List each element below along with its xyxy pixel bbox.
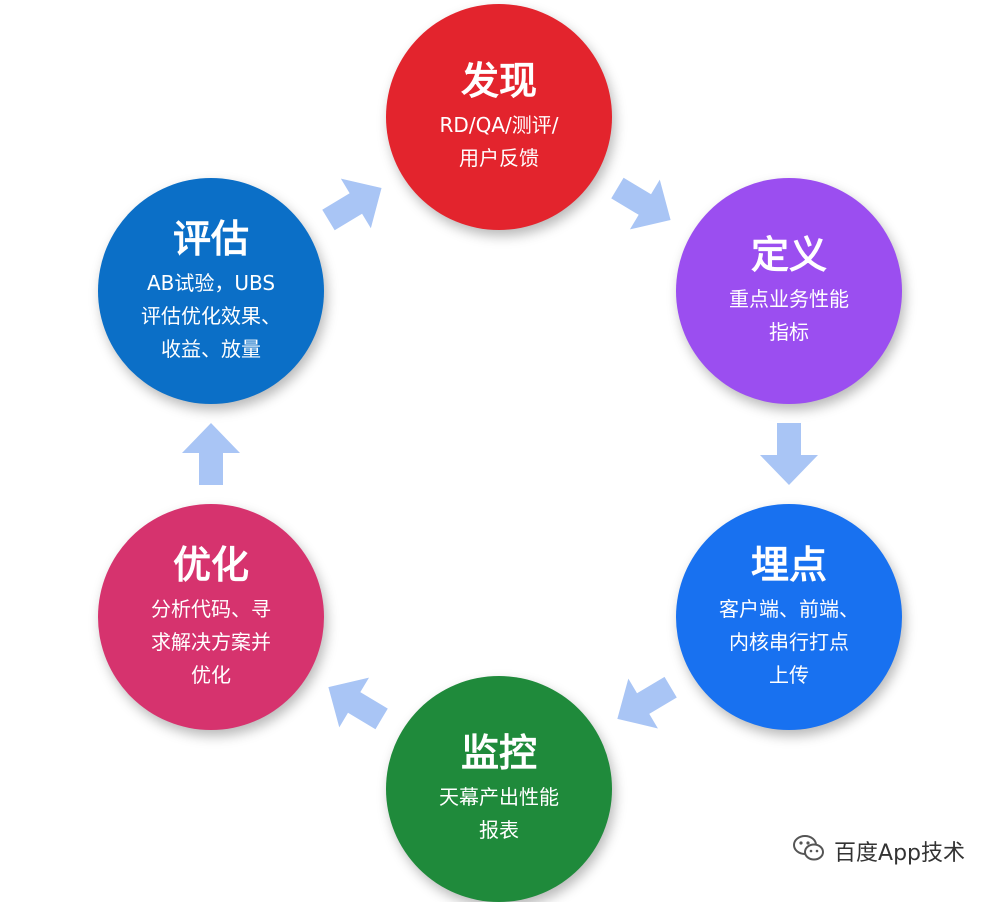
node-track: 埋点 客户端、前端、 内核串行打点 上传 [676,504,902,730]
node-description: 分析代码、寻 求解决方案并 优化 [141,593,281,692]
node-title: 评估 [172,216,249,261]
node-desc-line: 用户反馈 [459,146,539,170]
arrow-icon [617,676,677,729]
node-desc-line: 重点业务性能 [729,287,849,311]
node-desc-line: 收益、放量 [161,336,261,361]
node-desc-line: 天幕产出性能 [439,785,559,809]
arrow-icon [760,423,818,485]
node-desc-line: RD/QA/测评/ [439,113,559,137]
arrow-icon [611,177,671,230]
node-title: 定义 [750,233,827,277]
arrow-icon [322,178,382,231]
watermark: 百度App技术 [792,833,965,869]
node-desc-line: 报表 [479,818,519,842]
node-title: 发现 [460,59,537,103]
node-evaluate: 评估 AB试验，UBS 评估优化效果、 收益、放量 [98,178,324,404]
node-desc-line: 分析代码、寻 [151,596,271,621]
node-discover: 发现 RD/QA/测评/ 用户反馈 [386,4,612,230]
node-description: 重点业务性能 指标 [719,283,859,349]
node-optimize: 优化 分析代码、寻 求解决方案并 优化 [98,504,324,730]
arrow-icon [182,423,240,485]
watermark-text: 百度App技术 [834,841,965,866]
node-description: RD/QA/测评/ 用户反馈 [430,109,569,175]
node-title: 优化 [172,542,249,587]
node-description: 客户端、前端、 内核串行打点 上传 [709,593,869,692]
node-desc-line: 内核串行打点 [729,629,849,654]
node-define: 定义 重点业务性能 指标 [676,178,902,404]
arrow-icon [328,677,388,730]
node-desc-line: 指标 [769,320,809,344]
node-title: 监控 [460,731,537,775]
wechat-icon [792,833,826,869]
node-description: AB试验，UBS 评估优化效果、 收益、放量 [131,267,291,366]
node-desc-line: 求解决方案并 [151,629,271,654]
node-desc-line: 上传 [769,662,809,687]
node-monitor: 监控 天幕产出性能 报表 [386,676,612,902]
node-desc-line: 客户端、前端、 [719,596,859,621]
node-desc-line: 优化 [191,662,231,687]
node-desc-line: AB试验，UBS [146,270,276,295]
node-title: 埋点 [750,542,827,587]
node-desc-line: 评估优化效果、 [141,303,281,328]
node-description: 天幕产出性能 报表 [429,781,569,847]
